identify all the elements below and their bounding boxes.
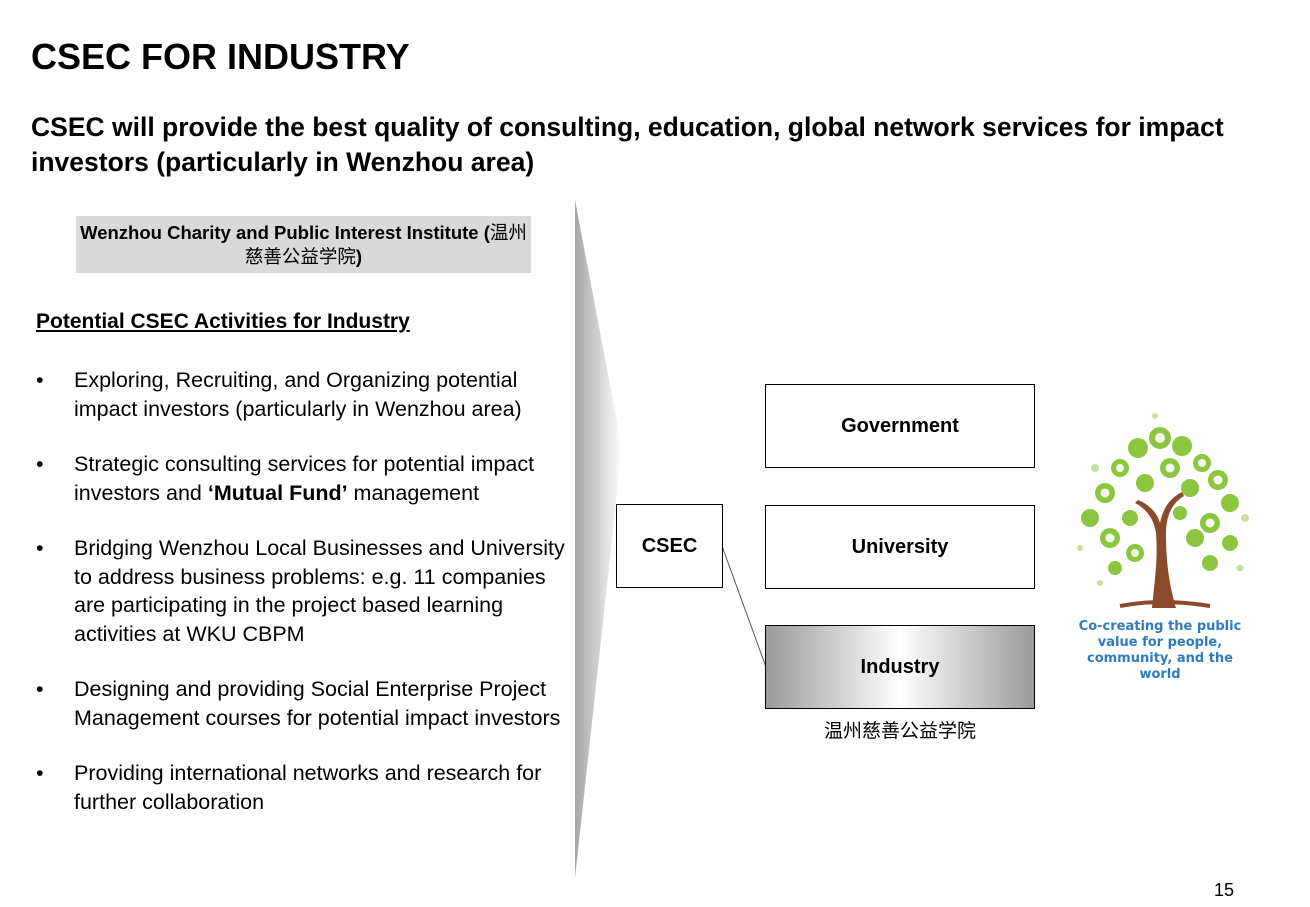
slide-subtitle: CSEC will provide the best quality of co… bbox=[31, 112, 1224, 177]
list-item: • Strategic consulting services for pote… bbox=[36, 450, 576, 507]
industry-box: Industry bbox=[765, 625, 1035, 709]
list-item: • Bridging Wenzhou Local Businesses and … bbox=[36, 534, 576, 648]
bullet-icon: • bbox=[36, 761, 44, 785]
list-item-bold-text: ‘Mutual Fund’ bbox=[207, 480, 348, 505]
list-item-text: Bridging Wenzhou Local Businesses and Un… bbox=[74, 536, 565, 646]
institute-name-cn: 温州慈善公益学院 bbox=[244, 221, 527, 267]
activities-heading: Potential CSEC Activities for Industry bbox=[36, 310, 410, 333]
list-item-text: Strategic consulting services for potent… bbox=[74, 452, 535, 505]
page-number: 15 bbox=[1214, 880, 1235, 900]
bullet-icon: • bbox=[36, 452, 44, 476]
csec-label: CSEC bbox=[641, 534, 698, 557]
list-item-text: Designing and providing Social Enterpris… bbox=[74, 677, 561, 730]
list-item: • Exploring, Recruiting, and Organizing … bbox=[36, 366, 576, 423]
industry-label: Industry bbox=[860, 655, 940, 678]
institute-name-en: Wenzhou Charity and Public Interest Inst… bbox=[80, 221, 479, 243]
institute-paren-close: ) bbox=[355, 245, 363, 267]
government-box: Government bbox=[765, 384, 1035, 468]
chevron-divider-icon bbox=[575, 200, 622, 878]
activities-list: • Exploring, Recruiting, and Organizing … bbox=[36, 366, 576, 843]
chinese-institute-caption: 温州慈善公益学院 bbox=[823, 721, 976, 742]
institute-name-box: Wenzhou Charity and Public Interest Inst… bbox=[76, 216, 531, 273]
government-label: Government bbox=[841, 414, 959, 437]
university-box: University bbox=[765, 505, 1035, 589]
csec-box: CSEC bbox=[616, 504, 723, 588]
list-item: • Providing international networks and r… bbox=[36, 759, 576, 816]
institute-paren-open: ( bbox=[478, 221, 490, 243]
list-item: • Designing and providing Social Enterpr… bbox=[36, 675, 576, 732]
bullet-icon: • bbox=[36, 536, 44, 560]
bullet-icon: • bbox=[36, 677, 44, 701]
university-label: University bbox=[851, 535, 949, 558]
list-item-text: Providing international networks and res… bbox=[74, 761, 542, 814]
list-item-text: management bbox=[347, 480, 480, 505]
tree-caption: Co-creating the public value for people,… bbox=[1078, 619, 1242, 682]
bullet-icon: • bbox=[36, 368, 44, 392]
tree-icon bbox=[1077, 413, 1249, 608]
list-item-text: Exploring, Recruiting, and Organizing po… bbox=[74, 368, 522, 421]
slide-title: CSEC FOR INDUSTRY bbox=[31, 36, 410, 77]
